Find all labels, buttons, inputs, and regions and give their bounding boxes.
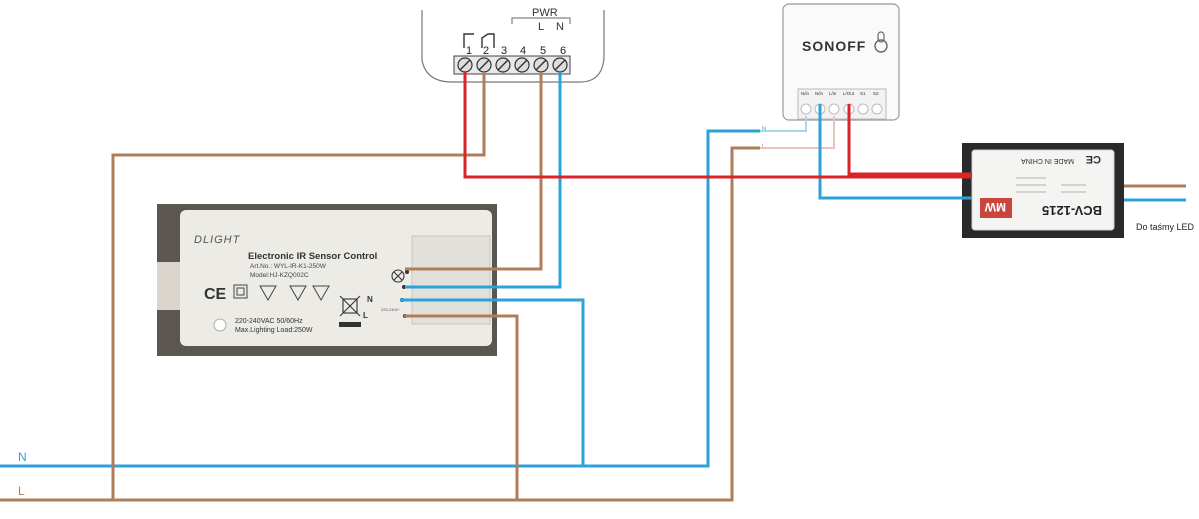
- relay-terminal-5-label: 5: [540, 45, 546, 57]
- led-output-label: Do taśmy LED: [1136, 222, 1195, 232]
- mains-n-label: N: [18, 450, 27, 464]
- sensor-class-ii-icon: [233, 284, 248, 299]
- psu-label: BCV-1215 MADE IN CHINA CE MW: [980, 153, 1102, 218]
- relay-module: PWR L N 1 2 3 4 5 6: [421, 7, 605, 83]
- mains-l-label: L: [18, 484, 25, 498]
- wire-relay-5-to-sensor-lamp: [405, 72, 543, 271]
- psu-photo: BCV-1215 MADE IN CHINA CE MW: [962, 143, 1124, 238]
- relay-terminal-3-label: 3: [501, 45, 507, 57]
- relay-screws: [457, 57, 568, 73]
- sensor-max-load: Max.Lighting Load:250W: [235, 327, 313, 334]
- wire-mains-l: [0, 146, 760, 502]
- sensor-l-terminal-label: L: [363, 311, 368, 320]
- relay-terminal-2-label: 2: [483, 45, 489, 57]
- sensor-art-no: Art.No.: WYL-IR-K1-250W: [250, 263, 327, 270]
- sonoff-terminal-lout: L/Out: [843, 91, 855, 96]
- sonoff-terminal-block: [797, 88, 887, 120]
- sensor-certification-icons: [259, 285, 330, 302]
- relay-l-label: L: [538, 21, 544, 33]
- sensor-ce-mark: CE: [204, 286, 227, 303]
- sonoff-terminal-s2: S2: [873, 91, 879, 96]
- sensor-n-terminal-label: N: [367, 295, 373, 304]
- relay-pwr-bracket: [511, 17, 571, 24]
- sensor-weee-bar: [339, 322, 361, 327]
- sensor-rating: 220-240VAC 50/60Hz: [235, 318, 303, 325]
- sensor-title: Electronic IR Sensor Control: [248, 251, 377, 262]
- sonoff-module: SONOFF N/in N/in L/in L/Out S1 S2 N L: [762, 3, 900, 150]
- sensor-brand: DLIGHT: [194, 234, 241, 246]
- wire-relay-1-to-psu: [463, 72, 972, 179]
- wire-sensor-l: [404, 314, 519, 500]
- wires: [0, 72, 1186, 502]
- sensor-terminal-cover: [411, 235, 491, 325]
- relay-terminal-4-label: 4: [520, 45, 526, 57]
- relay-terminal-6-label: 6: [560, 45, 566, 57]
- relay-pwr-label: PWR: [532, 7, 558, 19]
- sonoff-terminal-nin-1: N/in: [801, 91, 809, 96]
- psu-origin: MADE IN CHINA: [1021, 157, 1074, 164]
- relay-contact-symbol: [463, 33, 495, 48]
- lamp-icon: [391, 269, 405, 283]
- wire-relay-6-to-sensor: [405, 72, 562, 289]
- psu-brand: MW: [984, 200, 1006, 214]
- sensor-weee-icon: [339, 295, 361, 317]
- relay-n-label: N: [556, 21, 564, 33]
- wire-sonoff-lout-to-psu: [847, 104, 972, 176]
- psu-spec-lines: [1016, 177, 1086, 193]
- sensor-led-icon: [213, 318, 227, 332]
- wire-sonoff-l-in: [760, 116, 835, 149]
- psu-brand-badge: [980, 198, 1012, 218]
- relay-terminal-1-label: 1: [466, 45, 472, 57]
- wire-sonoff-n-to-psu: [818, 104, 972, 200]
- wire-sensor-n: [400, 298, 585, 466]
- sensor-photo: DLIGHT Electronic IR Sensor Control Art.…: [157, 204, 497, 356]
- wire-mains-n: [0, 129, 760, 468]
- psu-model: BCV-1215: [1042, 203, 1102, 218]
- sonoff-terminal-nin-2: N/in: [815, 91, 823, 96]
- sonoff-terminal-lin: L/in: [829, 91, 837, 96]
- sensor-model: Model:HJ-KZQ002C: [250, 272, 309, 279]
- sonoff-button-icon: [874, 31, 888, 53]
- sensor-voltage-tag: 220-240V~: [381, 307, 401, 312]
- sonoff-terminal-s1: S1: [860, 91, 866, 96]
- psu-ce-mark: CE: [1086, 153, 1101, 165]
- sonoff-brand: SONOFF: [802, 38, 866, 54]
- wire-relay-2-to-l: [111, 72, 486, 500]
- wire-sonoff-n-in: [760, 116, 807, 132]
